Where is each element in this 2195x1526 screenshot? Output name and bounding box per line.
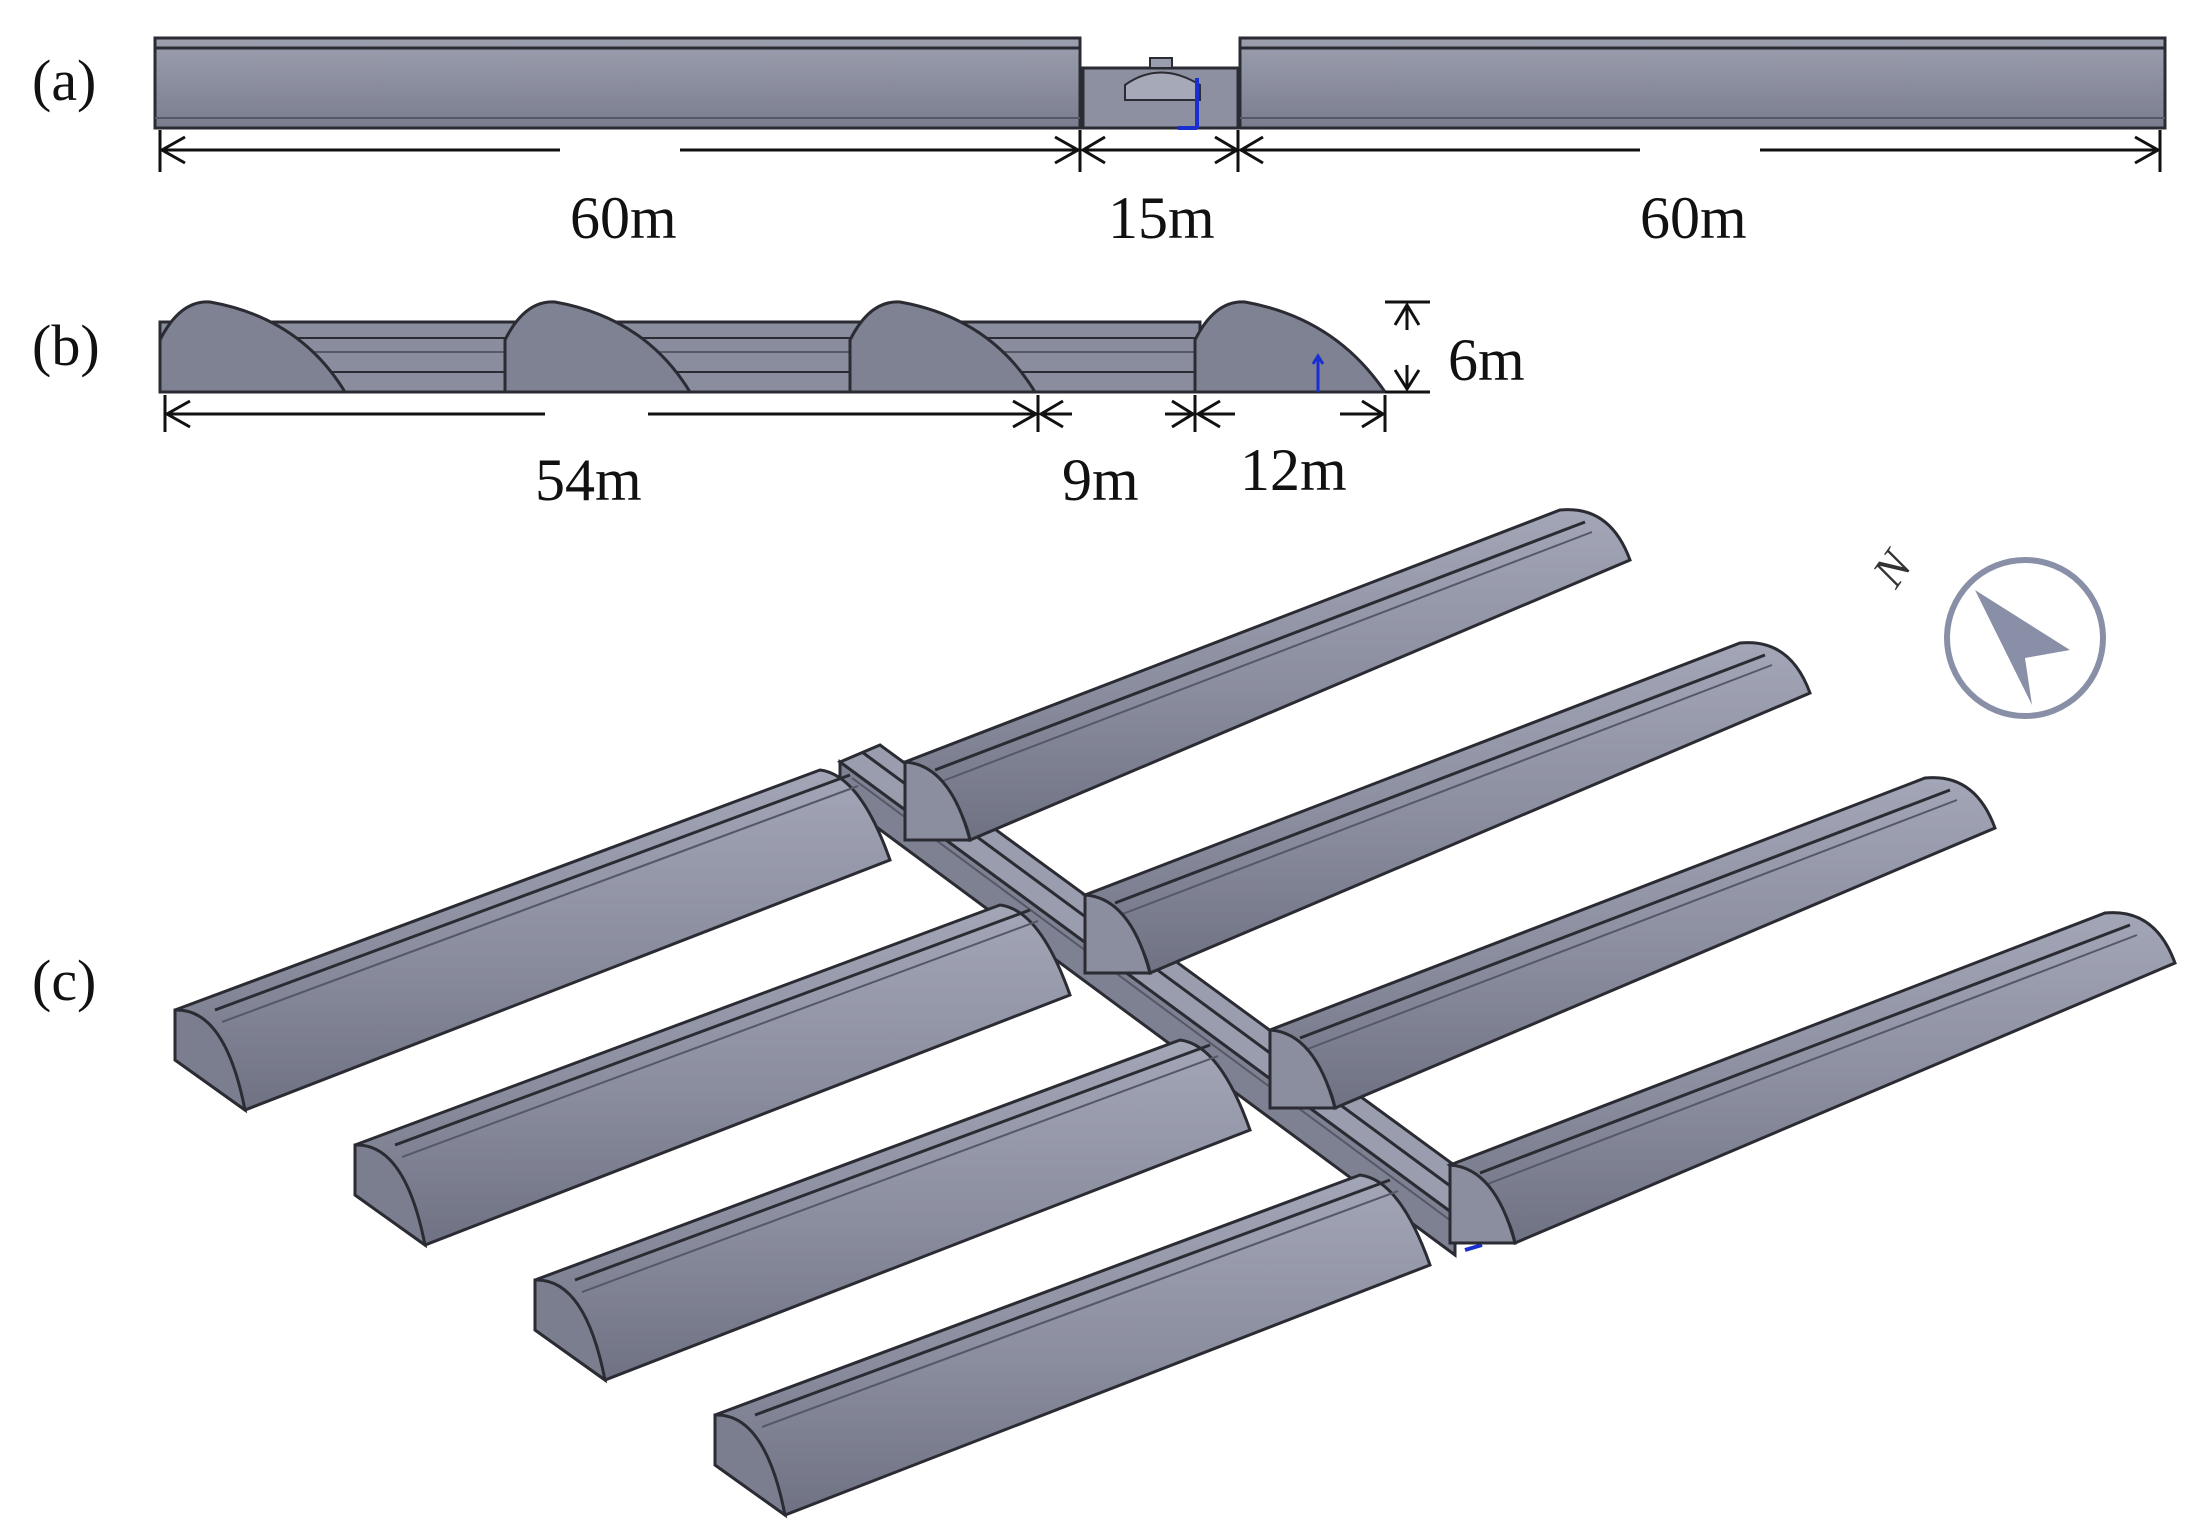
shed-right-1 [901,508,1632,843]
right-shed-side [1238,36,2167,130]
shed-left-2 [353,903,1072,1249]
left-shed-side [153,36,1082,130]
dimension-lines-a [158,130,2162,172]
panel-label-b: (b) [32,313,100,378]
dimension-label-b-3: 12m [1240,437,1347,503]
dimension-label-a-2: 15m [1108,185,1215,251]
panel-label-c: (c) [32,948,96,1013]
shed-section-1 [158,300,348,394]
panel-a-side-view: 60m 15m 60m [153,36,2167,251]
shed-section-2 [503,300,693,394]
shed-right-3 [1266,776,1997,1111]
panel-c-isometric-view [173,508,2177,1519]
panel-b-cross-section: 54m 9m 12m 6m [158,300,1525,513]
dimension-label-b-1: 54m [535,447,642,513]
shed-left-1 [173,768,892,1114]
shed-left-4 [713,1173,1432,1519]
compass-icon: N [1862,539,2106,719]
shed-left-3 [533,1038,1252,1384]
shed-right-4 [1446,911,2177,1246]
dimension-label-a-3: 60m [1640,185,1747,251]
panel-label-a: (a) [32,48,96,113]
compass-north-label: N [1862,539,1923,596]
shed-right-2 [1081,641,1812,976]
dimension-label-b-2: 9m [1062,447,1139,513]
dimension-label-height: 6m [1448,327,1525,393]
shed-section-3 [848,300,1038,394]
dimension-lines-b [163,300,1430,432]
dimension-label-a-1: 60m [570,185,677,251]
shed-section-4 [1193,300,1388,394]
